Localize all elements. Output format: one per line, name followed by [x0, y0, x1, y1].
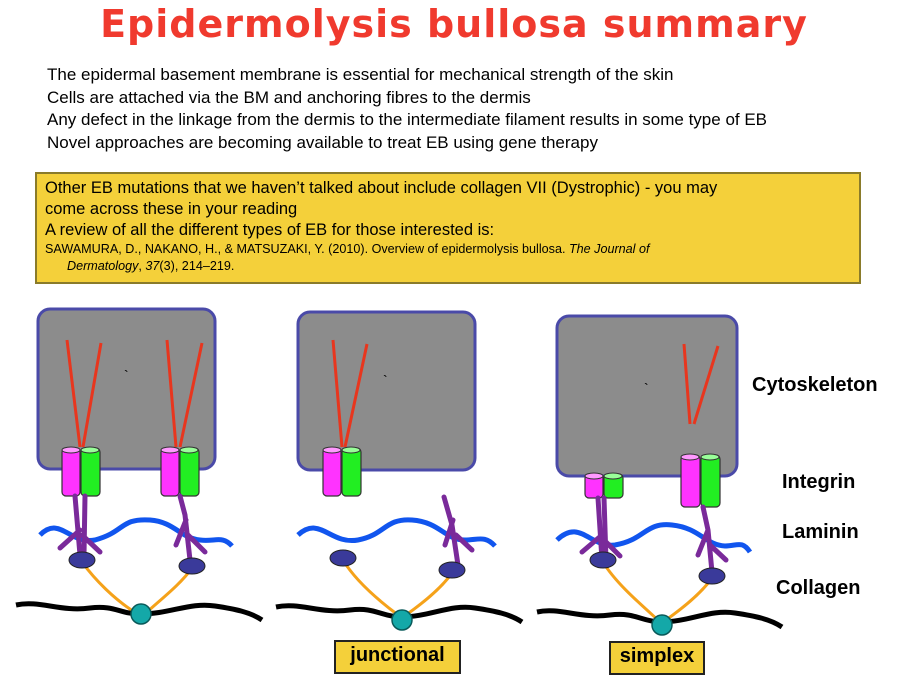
tick-mark: ` — [124, 367, 129, 383]
laminin-protein — [441, 494, 475, 568]
keratin-filament — [343, 343, 369, 448]
panel-simplex: ` — [536, 314, 784, 636]
panel-junctional: ` — [275, 310, 524, 631]
keratin-filament — [692, 345, 720, 425]
note-line: A review of all the different types of E… — [45, 221, 495, 239]
laminin-strand — [555, 522, 753, 554]
laminin-protein — [579, 495, 623, 563]
reference-sep: , — [138, 259, 146, 273]
anchor-node — [178, 557, 206, 575]
keratin-filament — [65, 339, 82, 448]
note-box: Other EB mutations that we haven’t talke… — [35, 172, 861, 284]
label-collagen: Collagen — [776, 577, 861, 599]
summary-bullets: The epidermal basement membrane is essen… — [47, 64, 767, 154]
reference-cont: Dermatology, 37(3), 214–219. — [45, 258, 851, 274]
integrin-beta — [341, 447, 362, 497]
tick-mark: ` — [644, 380, 649, 396]
keratin-filament — [682, 343, 692, 425]
anchor-node — [589, 551, 617, 569]
note-line: come across these in your reading — [45, 200, 298, 218]
reference-authors: SAWAMURA, D., NAKANO, H., & MATSUZAKI, Y… — [45, 242, 569, 256]
integrin-beta — [80, 447, 101, 497]
laminin-protein — [695, 504, 729, 575]
keratin-filament — [165, 339, 178, 448]
integrin-beta — [179, 447, 200, 497]
reference-pages: (3), 214–219. — [159, 259, 235, 273]
keratin-filament — [81, 342, 103, 448]
cell-body — [36, 307, 217, 471]
label-laminin: Laminin — [782, 521, 859, 543]
integrin-alpha — [160, 447, 180, 497]
page-title: Epidermolysis bullosa summary — [100, 2, 808, 46]
integrin-alpha — [680, 454, 701, 508]
laminin-strand — [296, 517, 497, 548]
integrin-beta — [700, 454, 721, 508]
anchor-node — [68, 551, 96, 569]
cell-body — [555, 314, 739, 478]
dermis-node — [130, 603, 152, 625]
cell-body — [296, 310, 477, 472]
panel-normal: ` — [15, 307, 264, 625]
label-junctional: junctional — [334, 640, 461, 674]
integrin-alpha — [322, 447, 342, 497]
integrin-alpha — [61, 447, 81, 497]
anchor-node — [698, 567, 726, 585]
label-simplex: simplex — [609, 641, 705, 675]
collagen-fibre — [601, 561, 660, 622]
laminin-protein — [57, 493, 103, 558]
note-line: Other EB mutations that we haven’t talke… — [45, 179, 718, 197]
tick-mark: ` — [383, 372, 388, 388]
bullet-item: Novel approaches are becoming available … — [47, 132, 598, 152]
anchor-node — [438, 561, 466, 579]
bullet-item: The epidermal basement membrane is essen… — [47, 65, 674, 84]
reference-journal-2: Dermatology — [67, 259, 139, 273]
label-cytoskeleton: Cytoskeleton — [752, 374, 878, 396]
collagen-fibre — [80, 561, 137, 615]
bullet-item: Cells are attached via the BM and anchor… — [47, 87, 531, 107]
reference: SAWAMURA, D., NAKANO, H., & MATSUZAKI, Y… — [45, 241, 851, 258]
dermis-node — [651, 614, 673, 636]
dermis-node — [391, 609, 413, 631]
label-integrin: Integrin — [782, 471, 856, 493]
bullet-item: Any defect in the linkage from the dermi… — [47, 110, 768, 129]
anchor-node — [329, 549, 357, 567]
reference-journal: The Journal of — [568, 242, 650, 256]
reference-volume: 37 — [145, 259, 160, 273]
keratin-filament — [331, 339, 344, 448]
collagen-fibre — [341, 559, 399, 617]
laminin-protein — [173, 493, 208, 563]
keratin-filament — [178, 342, 204, 448]
